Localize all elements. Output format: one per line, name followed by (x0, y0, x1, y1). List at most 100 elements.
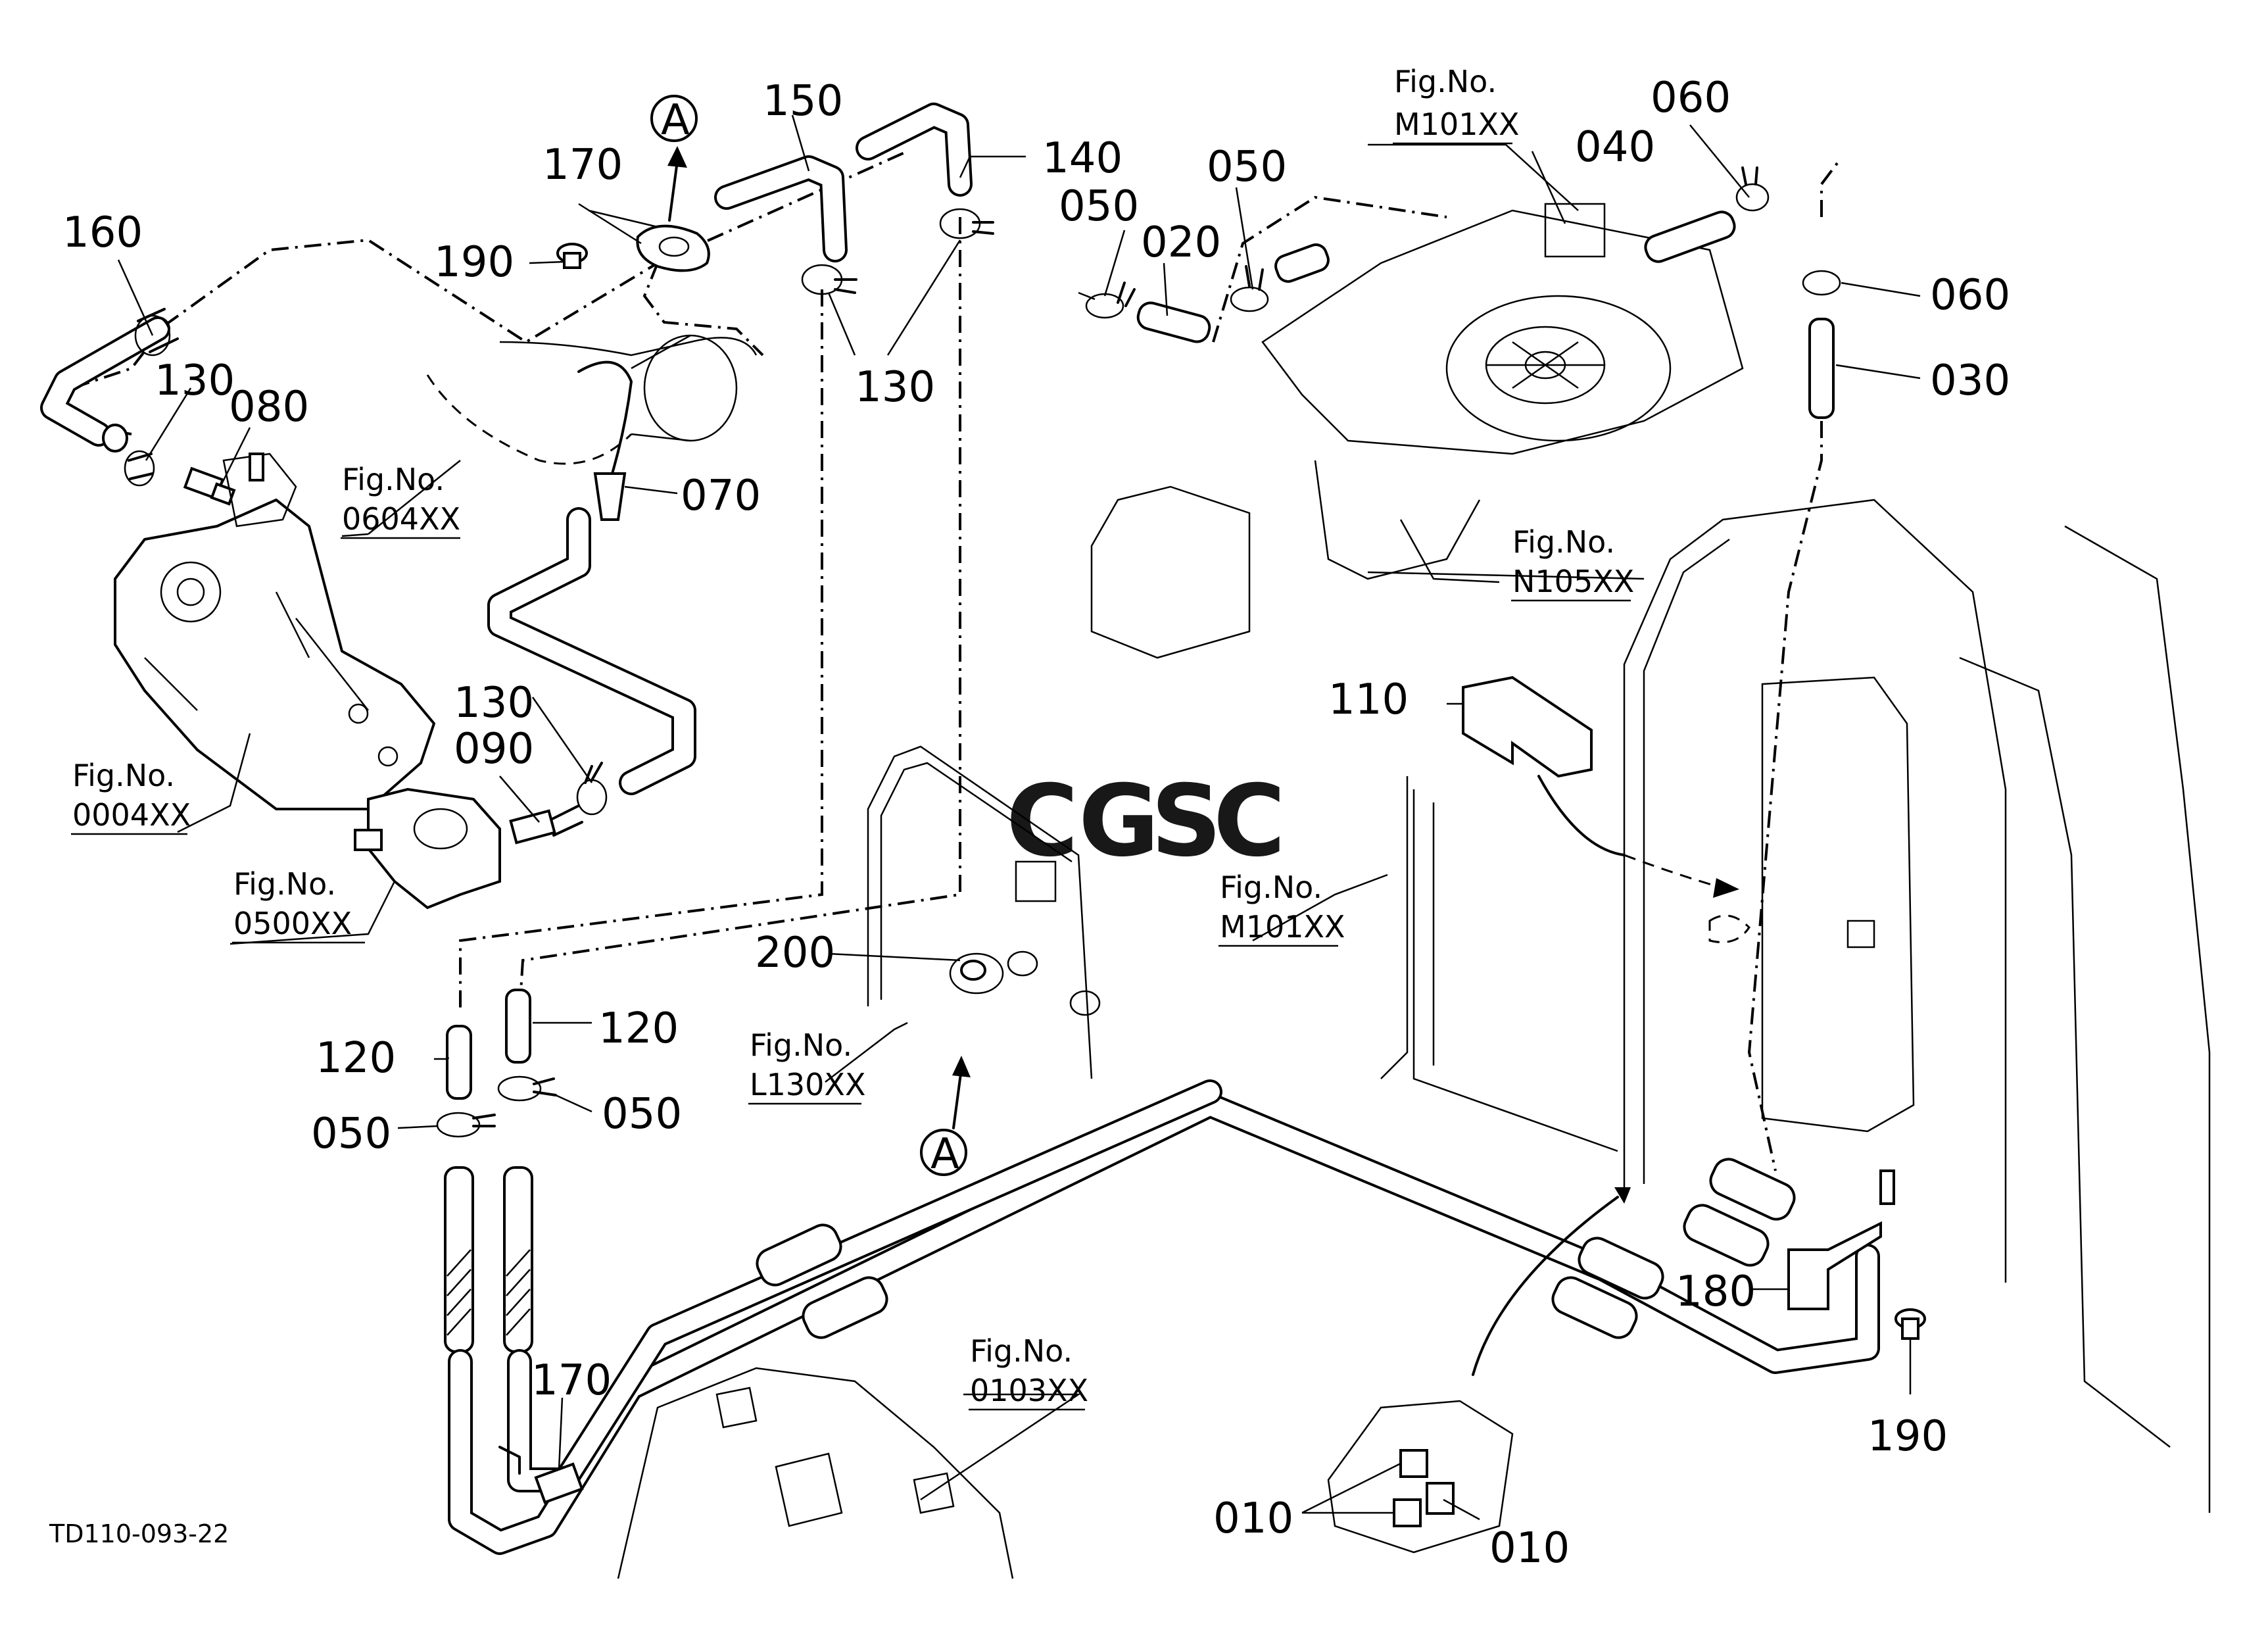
bolt-190-bottom (1894, 1308, 1926, 1340)
clamp-050-left (436, 1112, 496, 1138)
fig-references: Fig.No. 0604XX Fig.No. 0004XX Fig.No. 05… (71, 64, 1634, 1411)
bracket-180 (1787, 1221, 1882, 1310)
clip-010-detail (1327, 1187, 1631, 1554)
hose-040 (1644, 210, 1736, 263)
watermark-letter-s: S (1151, 764, 1222, 879)
hose-150 (714, 155, 848, 262)
hose-lower-vertical (444, 1166, 533, 1353)
fig-ref-m101-top-label: Fig.No. (1394, 64, 1497, 99)
label-040: 040 (1575, 123, 1655, 172)
label-120-right: 120 (598, 1004, 679, 1053)
fitting-080 (183, 466, 236, 506)
label-140: 140 (1042, 134, 1122, 183)
label-170-lower: 170 (531, 1356, 612, 1405)
fig-ref-m101-top-code: M101XX (1394, 107, 1520, 142)
label-150: 150 (763, 77, 843, 126)
hose-floor-run (448, 1079, 1880, 1555)
fig-ref-0004-label: Fig.No. (72, 758, 175, 793)
clamp-060-side (1802, 270, 1841, 296)
label-190-top: 190 (434, 238, 514, 287)
fig-ref-n105-label: Fig.No. (1512, 524, 1615, 560)
watermark-letter-c1: C (1006, 764, 1078, 879)
panel-l130 (867, 745, 1101, 1079)
label-010-left: 010 (1213, 1494, 1293, 1543)
fig-ref-l130: Fig.No. L130XX (748, 1027, 865, 1105)
fig-ref-n105-code: N105XX (1512, 564, 1634, 599)
pipe-030 (1747, 157, 1843, 1171)
watermark-letter-c2: C (1213, 764, 1286, 879)
label-130-lower: 130 (454, 679, 534, 727)
fig-ref-0500: Fig.No. 0500XX (232, 866, 365, 944)
fitting-090 (509, 804, 583, 845)
fig-ref-m101-mid-code: M101XX (1220, 909, 1345, 945)
label-180: 180 (1676, 1267, 1756, 1316)
engine-0004 (114, 453, 435, 810)
label-160: 160 (62, 209, 143, 257)
label-080: 080 (229, 383, 309, 431)
fig-ref-m101-mid: Fig.No. M101XX (1218, 870, 1345, 947)
bolt-190-top (556, 243, 588, 269)
label-190-bottom: 190 (1868, 1412, 1948, 1461)
fig-ref-m101-top: Fig.No. M101XX (1393, 64, 1520, 145)
pipe-120-right (505, 989, 531, 1064)
fig-ref-l130-code: L130XX (750, 1067, 865, 1102)
leader-lines (117, 114, 1921, 1521)
block-110 (1462, 676, 1739, 898)
label-130-hoses: 130 (855, 363, 935, 412)
label-050-heater-b: 050 (1207, 143, 1287, 191)
fig-ref-0004: Fig.No. 0004XX (71, 758, 191, 835)
fig-ref-0500-label: Fig.No. (233, 866, 336, 902)
label-060-top: 060 (1651, 74, 1731, 122)
label-010-right: 010 (1489, 1524, 1570, 1573)
cab-frame (1090, 485, 2211, 1513)
sleeve-lower-left (756, 1223, 888, 1339)
fig-ref-0604-code: 0604XX (342, 501, 460, 537)
clamp-130-right (939, 208, 994, 239)
clamp-050-heater-a (1085, 282, 1136, 319)
hose-020 (1136, 195, 1447, 343)
drawing-code: TD110-093-22 (49, 1519, 229, 1548)
clamp-160 (134, 308, 179, 356)
clip-170-top (636, 224, 710, 272)
air-duct-0604 (426, 334, 758, 465)
callout-a-bottom-label: A (930, 1130, 959, 1179)
fig-ref-n105: Fig.No. N105XX (1511, 524, 1634, 602)
cgsc-watermark: C G S C (1006, 764, 1286, 879)
sleeve-lower-right (1551, 1158, 1796, 1339)
label-060-side: 060 (1930, 271, 2010, 320)
label-130-engine: 130 (155, 356, 235, 405)
fig-ref-m101-mid-label: Fig.No. (1220, 870, 1322, 905)
label-070: 070 (681, 472, 761, 520)
fig-ref-l130-label: Fig.No. (750, 1027, 852, 1063)
housing-0500 (354, 787, 501, 910)
label-170-top: 170 (543, 141, 623, 189)
label-050-left: 050 (311, 1110, 391, 1158)
hose-engine-return (487, 507, 696, 795)
part-labels: 160 130 080 190 170 150 140 130 070 130 … (62, 74, 2010, 1573)
fig-ref-0604: Fig.No. 0604XX (341, 462, 460, 539)
callout-a-top-label: A (661, 96, 690, 145)
label-050-heater-a: 050 (1059, 182, 1139, 231)
heater-unit-m101 (1261, 203, 1744, 580)
callout-a-top: A (650, 95, 698, 222)
clip-170-lower (498, 1446, 584, 1504)
label-110: 110 (1328, 676, 1409, 724)
label-200: 200 (755, 929, 835, 977)
label-090: 090 (454, 725, 534, 774)
hose-160 (40, 316, 170, 453)
label-030: 030 (1930, 356, 2010, 405)
fig-ref-0103-label: Fig.No. (970, 1333, 1073, 1369)
label-050-right: 050 (602, 1090, 682, 1139)
pipe-120-left (446, 1025, 472, 1100)
transmission-0103 (617, 1367, 1014, 1579)
clamp-060-top (1735, 166, 1770, 212)
fig-ref-0103-code: 0103XX (970, 1373, 1088, 1408)
fig-ref-0604-label: Fig.No. (342, 462, 445, 497)
fig-ref-0004-code: 0004XX (72, 797, 191, 833)
callout-a-bottom: A (920, 1056, 971, 1179)
clamp-130-left (801, 264, 857, 295)
watermark-letter-g: G (1078, 764, 1159, 879)
label-020: 020 (1141, 218, 1221, 267)
hose-140 (856, 103, 973, 197)
